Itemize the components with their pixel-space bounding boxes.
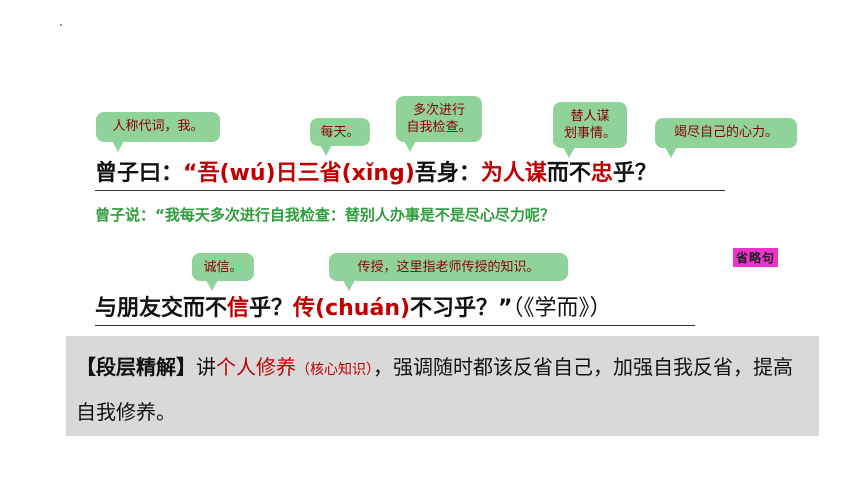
summary-heading: 【段层精解】 — [76, 355, 196, 379]
note-bubble-chuan: 传授，这里指老师传授的知识。 — [329, 253, 568, 291]
text-segment-highlight: 信 — [227, 296, 250, 321]
note-bubble-zhong: 竭尽自己的心力。 — [655, 118, 797, 158]
note-text: 竭尽自己的心力。 — [673, 125, 778, 140]
summary-highlight: 个人修养 — [216, 355, 296, 379]
classical-text-line-2: 与朋友交而不信乎？传(chuán)不习乎？”（《学而》） — [95, 295, 695, 326]
note-bubble-ri: 每天。 — [310, 118, 370, 156]
note-text: 替人谋 — [570, 109, 610, 124]
translation-text: 曾子说：“我每天多次进行自我检查：替别人办事是不是尽心尽力呢？ — [95, 206, 555, 224]
summary-text: 讲 — [196, 355, 216, 379]
text-segment-highlight: 忠 — [590, 161, 613, 186]
text-segment-highlight: 为人谋 — [480, 161, 547, 186]
text-segment: 曾子曰： — [95, 161, 184, 186]
note-text: 划事情。 — [563, 126, 616, 141]
sentence-type-tag: 省略句 — [733, 248, 779, 267]
note-text: 自我检查。 — [406, 120, 472, 135]
text-segment: 吾身： — [414, 161, 481, 186]
text-segment: 不习乎？” — [410, 296, 513, 321]
note-text: 诚信。 — [203, 260, 243, 275]
note-bubble-mou: 替人谋划事情。 — [553, 102, 627, 158]
note-text: 每天。 — [320, 125, 360, 140]
note-text: 多次进行 — [412, 103, 465, 118]
note-text: 传授，这里指老师传授的知识。 — [357, 260, 540, 275]
text-segment: 与朋友交而不 — [95, 296, 228, 321]
summary-box: 【段层精解】讲个人修养（核心知识），强调随时都该反省自己，加强自我反省，提高自我… — [66, 336, 819, 436]
summary-note: （核心知识） — [296, 362, 373, 378]
source-citation: （《学而》） — [512, 296, 612, 321]
note-bubble-wu: 人称代词，我。 — [96, 112, 220, 152]
classical-text-line-1: 曾子曰：“吾(wú)日三省(xǐng)吾身：为人谋而不忠乎？ — [95, 160, 725, 191]
summary-text: ，强调随时都该反省自己，加强自我反省，提高自我修养。 — [76, 355, 793, 424]
text-segment: 而不 — [546, 161, 591, 186]
text-segment-highlight: 传(chuán) — [293, 296, 411, 321]
corner-dot — [60, 24, 62, 26]
text-segment: 乎？ — [612, 161, 657, 186]
text-segment: 乎？ — [249, 296, 294, 321]
note-bubble-sanxing: 多次进行自我检查。 — [396, 96, 482, 152]
text-segment-highlight: “吾(wú)日三省(xǐng) — [183, 161, 415, 186]
note-text: 人称代词，我。 — [112, 119, 204, 134]
note-bubble-xin: 诚信。 — [192, 253, 254, 291]
